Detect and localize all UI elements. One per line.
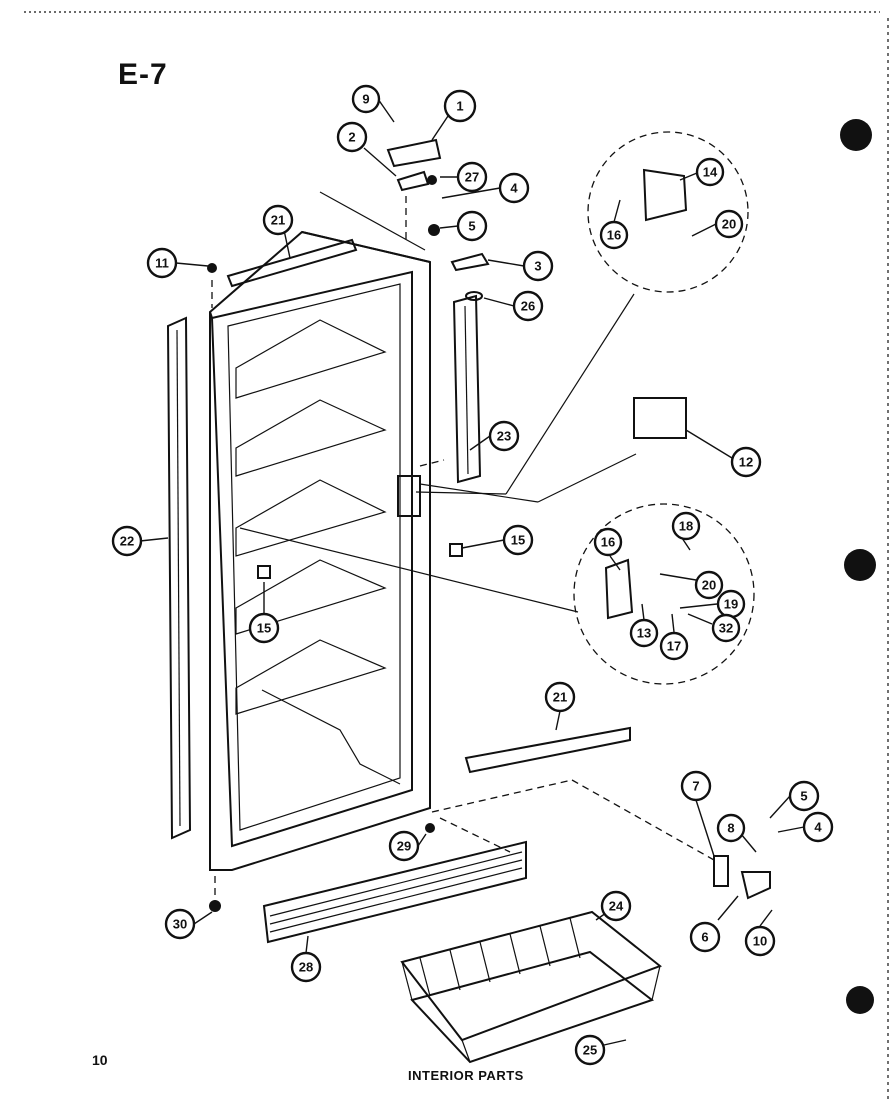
svg-text:25: 25: [583, 1043, 597, 1058]
svg-text:5: 5: [468, 219, 475, 234]
callout-24: 24: [600, 890, 632, 922]
callout-7: 7: [680, 770, 712, 802]
door-gasket-strip: [166, 316, 192, 840]
callout-21-top: 21: [262, 204, 294, 236]
svg-text:10: 10: [753, 934, 767, 949]
diagram-label: E-7: [118, 58, 168, 91]
svg-text:15: 15: [511, 533, 525, 548]
callout-19: 19: [716, 589, 746, 619]
callout-4-top: 4: [498, 172, 530, 204]
callout-16-lower: 16: [593, 527, 623, 557]
callout-15-right: 15: [502, 524, 534, 556]
svg-text:29: 29: [397, 839, 411, 854]
svg-text:6: 6: [701, 930, 708, 945]
callout-27: 27: [456, 161, 488, 193]
svg-text:8: 8: [727, 821, 734, 836]
diagram-caption: INTERIOR PARTS: [408, 1068, 524, 1083]
leader-lines: [139, 98, 805, 1046]
svg-text:7: 7: [692, 779, 699, 794]
callout-14: 14: [695, 157, 725, 187]
svg-text:12: 12: [739, 455, 753, 470]
lower-hinge: [740, 871, 771, 900]
callout-18: 18: [671, 511, 701, 541]
callout-6: 6: [689, 921, 721, 953]
callout-8: 8: [716, 813, 746, 843]
svg-text:4: 4: [814, 820, 822, 835]
svg-text:21: 21: [553, 690, 567, 705]
svg-text:13: 13: [637, 626, 651, 641]
svg-text:23: 23: [497, 429, 511, 444]
svg-text:11: 11: [155, 256, 169, 271]
svg-text:15: 15: [257, 621, 271, 636]
callout-2: 2: [336, 121, 368, 153]
top-trim: [226, 238, 358, 288]
cabinet-illustration: [166, 131, 771, 1064]
callout-13: 13: [629, 618, 659, 648]
svg-text:9: 9: [362, 92, 369, 107]
svg-text:18: 18: [679, 519, 693, 534]
callout-12: 12: [730, 446, 762, 478]
svg-text:24: 24: [609, 899, 624, 914]
toe-grille: [262, 840, 527, 944]
side-trim-strip: [452, 294, 482, 484]
callout-20-lower: 20: [694, 570, 724, 600]
detail-bracket-upper: [642, 168, 688, 222]
scan-border: [24, 11, 889, 1100]
svg-text:21: 21: [271, 213, 285, 228]
callout-4-bottom: 4: [802, 811, 834, 843]
callout-25: 25: [574, 1034, 606, 1066]
callout-16-upper: 16: [599, 220, 629, 250]
callout-26: 26: [512, 290, 544, 322]
latch-assembly: [633, 397, 687, 439]
svg-text:2: 2: [348, 130, 355, 145]
callout-9: 9: [351, 84, 381, 114]
callout-32: 32: [711, 613, 741, 643]
svg-text:4: 4: [510, 181, 518, 196]
hinge-plate: [396, 170, 430, 192]
svg-text:30: 30: [173, 917, 187, 932]
callout-15-left: 15: [248, 612, 280, 644]
svg-text:19: 19: [724, 597, 738, 612]
latch-plate: [397, 475, 421, 517]
svg-text:22: 22: [120, 534, 134, 549]
callout-10: 10: [744, 925, 776, 957]
svg-text:1: 1: [456, 99, 463, 114]
svg-text:5: 5: [800, 789, 807, 804]
callout-1: 1: [443, 89, 477, 123]
lower-hinge-bracket: [713, 855, 729, 887]
callout-28: 28: [290, 951, 322, 983]
shelves: [235, 319, 387, 715]
svg-text:17: 17: [667, 639, 681, 654]
callout-20-upper: 20: [714, 209, 744, 239]
svg-text:20: 20: [702, 578, 716, 593]
svg-text:16: 16: [601, 535, 615, 550]
detail-circle-lower: [573, 503, 755, 685]
svg-text:14: 14: [703, 165, 718, 180]
callout-23: 23: [488, 420, 520, 452]
svg-text:3: 3: [534, 259, 541, 274]
callout-21-bottom: 21: [544, 681, 576, 713]
svg-text:16: 16: [607, 228, 621, 243]
callout-3: 3: [522, 250, 554, 282]
top-hinge: [386, 138, 442, 168]
callout-29: 29: [388, 830, 420, 862]
wire-basket: [400, 910, 663, 1064]
callout-30: 30: [164, 908, 196, 940]
svg-text:27: 27: [465, 170, 479, 185]
callout-5-top: 5: [456, 210, 488, 242]
callout-17: 17: [659, 631, 689, 661]
callout-11: 11: [146, 247, 178, 279]
svg-text:28: 28: [299, 960, 313, 975]
svg-text:32: 32: [719, 621, 733, 636]
callout-5-bottom: 5: [788, 780, 820, 812]
bottom-trim: [464, 726, 631, 774]
svg-text:26: 26: [521, 299, 535, 314]
svg-text:20: 20: [722, 217, 736, 232]
detail-bracket-lower: [604, 558, 634, 620]
hinge-pin-plate: [450, 252, 490, 272]
detail-circle-upper: [587, 131, 749, 293]
page-number: 10: [92, 1052, 108, 1068]
callout-22: 22: [111, 525, 143, 557]
